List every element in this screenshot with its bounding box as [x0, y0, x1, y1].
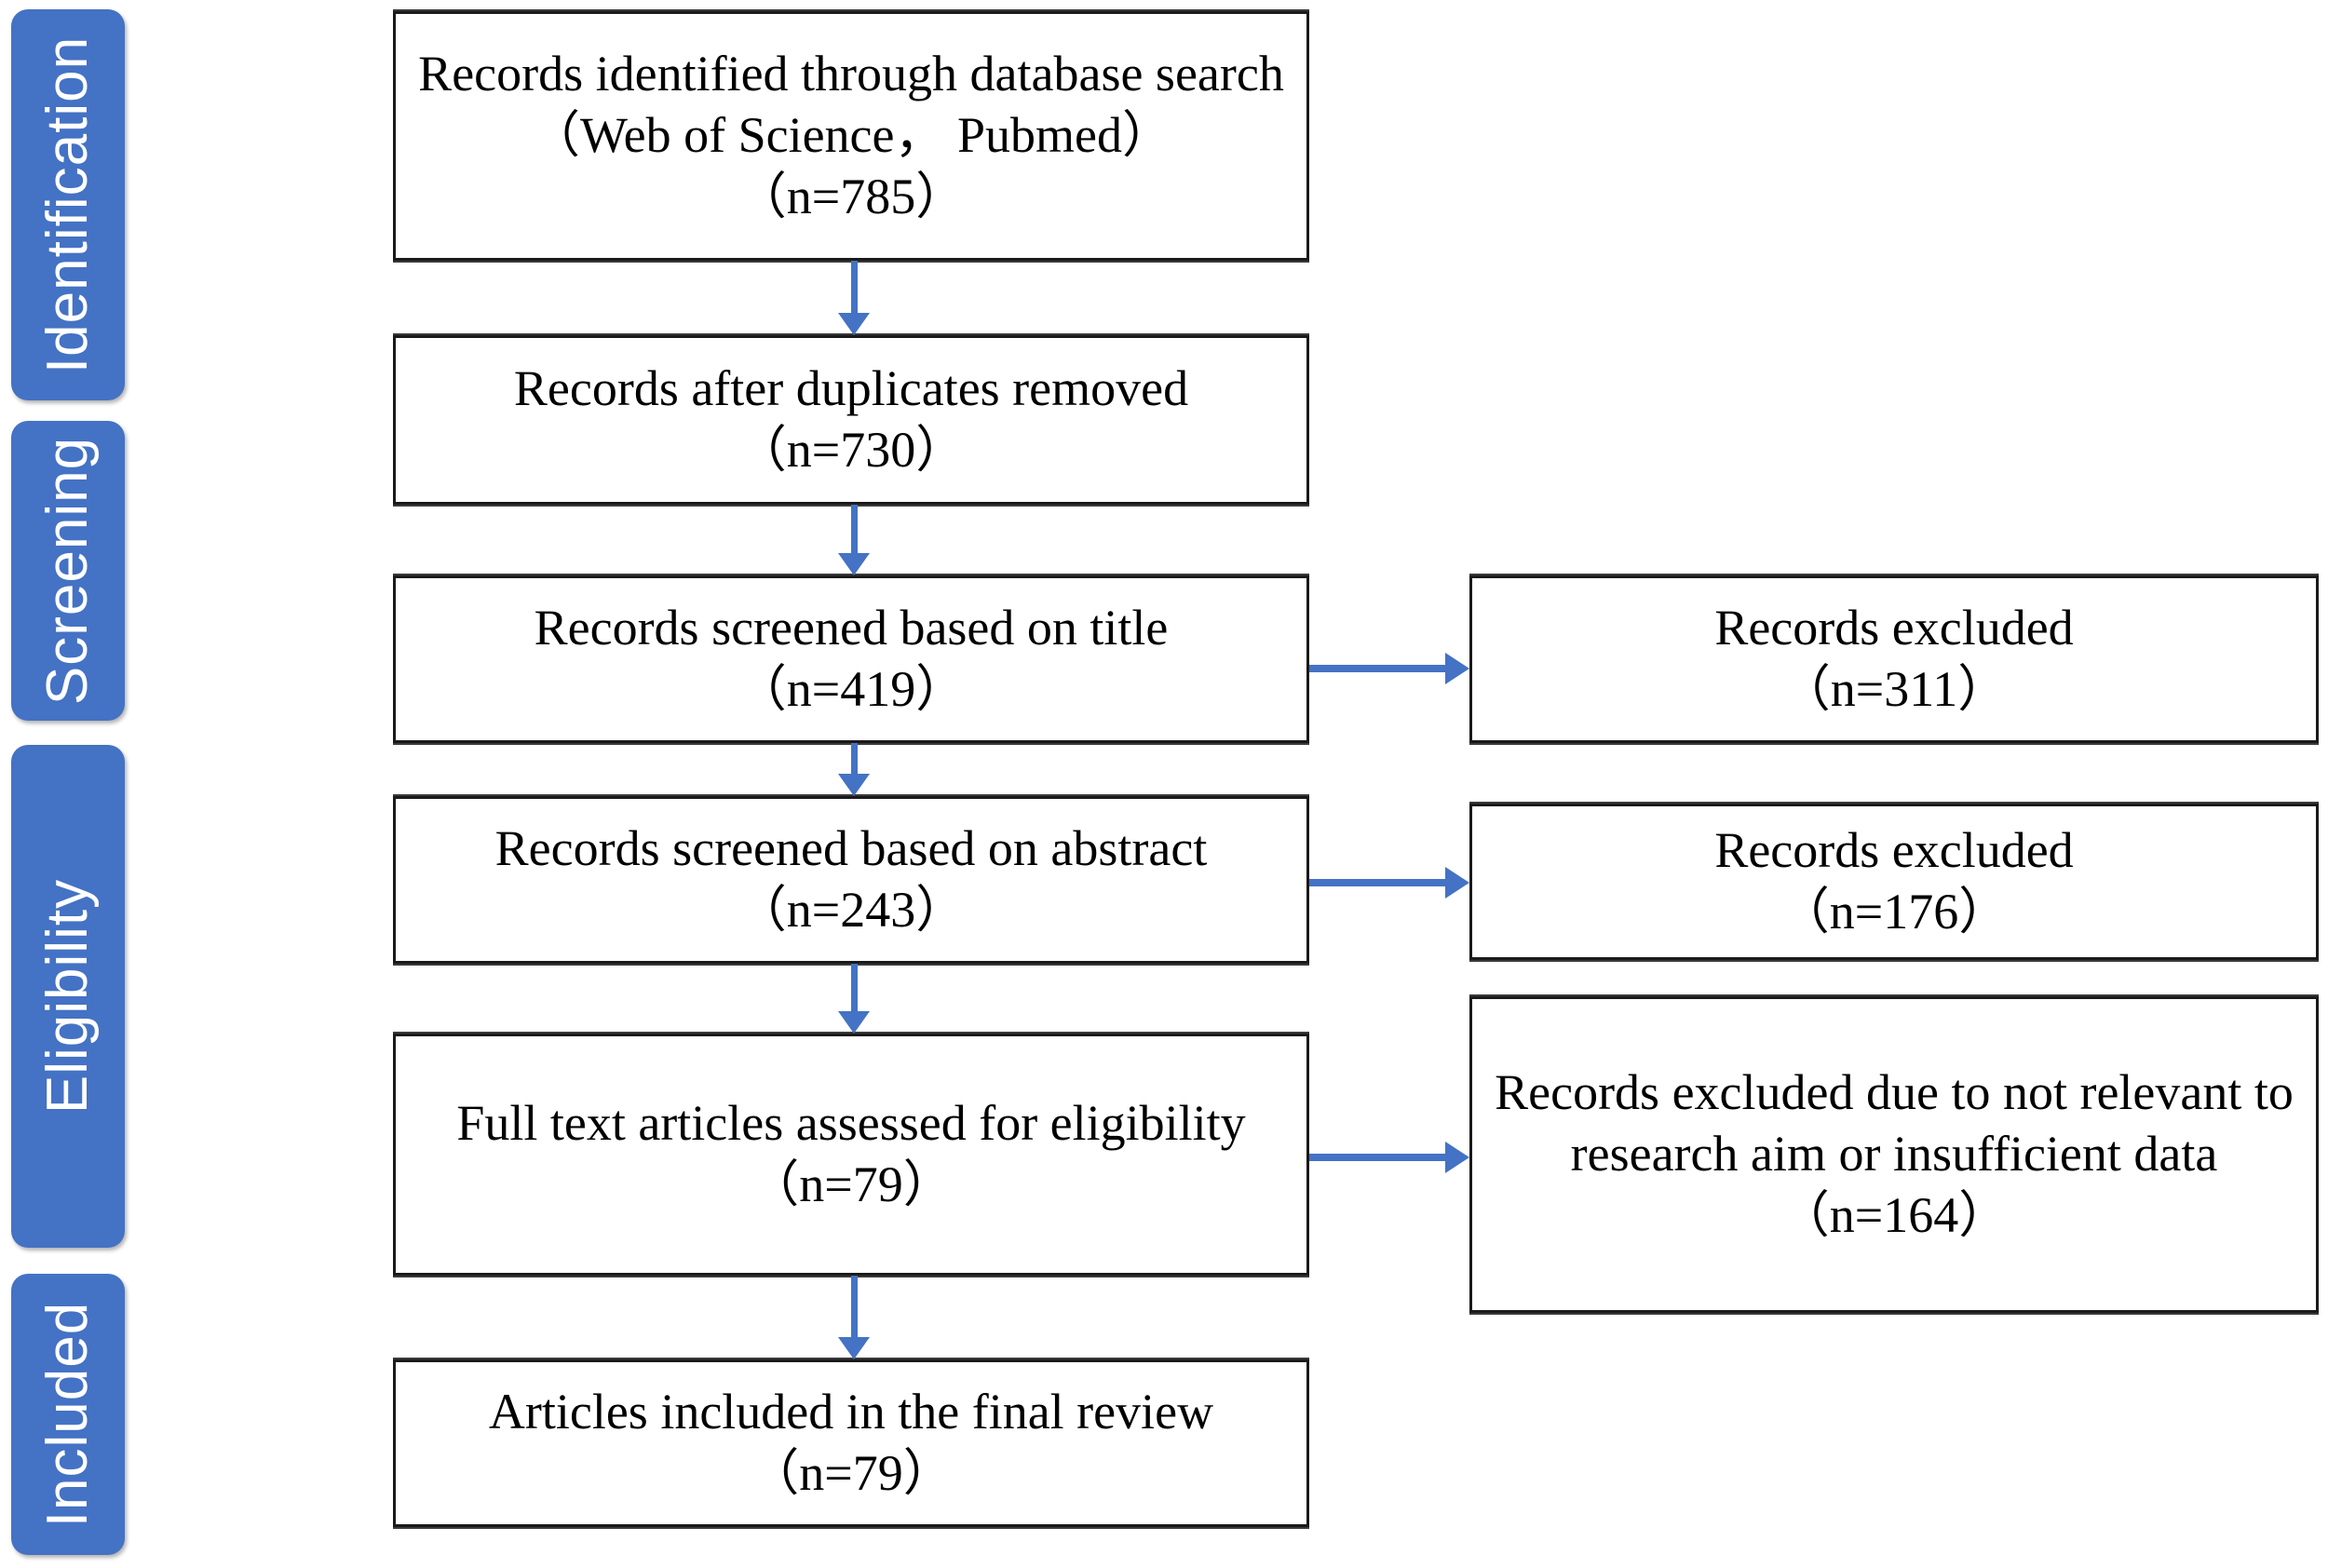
box-excluded-abstract: Records excluded （n=176） — [1469, 804, 2319, 960]
box-articles-included-text: Articles included in the final review （n… — [488, 1384, 1214, 1501]
box-records-screened-title: Records screened based on title （n=419） — [393, 575, 1309, 743]
arrow-abstract-to-excluded — [1309, 857, 1469, 909]
stage-tab-eligibility-label: Eligibility — [35, 878, 101, 1115]
arrow-fulltext-to-excluded — [1309, 1131, 1469, 1183]
arrow-fulltext-to-included — [823, 1276, 885, 1359]
box-records-screened-title-text: Records screened based on title （n=419） — [534, 600, 1169, 717]
stage-tab-identification: Identification — [11, 9, 125, 400]
box-excluded-abstract-text: Records excluded （n=176） — [1714, 822, 2074, 939]
box-excluded-title-text: Records excluded （n=311） — [1714, 600, 2074, 717]
arrow-duplicates-to-title — [823, 505, 885, 575]
stage-tab-identification-label: Identification — [35, 35, 100, 374]
arrow-identified-to-duplicates — [823, 261, 885, 335]
box-excluded-fulltext: Records excluded due to not relevant to … — [1469, 996, 2319, 1313]
stage-tab-included: Included — [11, 1274, 125, 1555]
stage-tab-included-label: Included — [35, 1301, 101, 1528]
box-records-screened-abstract-text: Records screened based on abstract （n=24… — [494, 820, 1208, 938]
arrow-title-to-abstract — [823, 743, 885, 796]
stage-tab-eligibility: Eligibility — [11, 745, 125, 1248]
box-articles-included: Articles included in the final review （n… — [393, 1359, 1309, 1527]
box-full-text-assessed-text: Full text articles assessed for eligibil… — [456, 1095, 1246, 1212]
arrow-title-to-excluded — [1309, 642, 1469, 695]
stage-tab-screening: Screening — [11, 421, 125, 721]
stage-tab-screening-label: Screening — [35, 436, 100, 706]
box-records-after-duplicates-text: Records after duplicates removed （n=730） — [513, 360, 1189, 478]
box-records-after-duplicates: Records after duplicates removed （n=730） — [393, 335, 1309, 505]
box-excluded-fulltext-text: Records excluded due to not relevant to … — [1495, 1064, 2294, 1243]
box-excluded-title: Records excluded （n=311） — [1469, 575, 2319, 743]
box-records-identified: Records identified through database sear… — [393, 11, 1309, 261]
box-records-identified-text: Records identified through database sear… — [418, 46, 1284, 224]
box-full-text-assessed: Full text articles assessed for eligibil… — [393, 1034, 1309, 1276]
arrow-abstract-to-fulltext — [823, 964, 885, 1034]
box-records-screened-abstract: Records screened based on abstract （n=24… — [393, 796, 1309, 964]
